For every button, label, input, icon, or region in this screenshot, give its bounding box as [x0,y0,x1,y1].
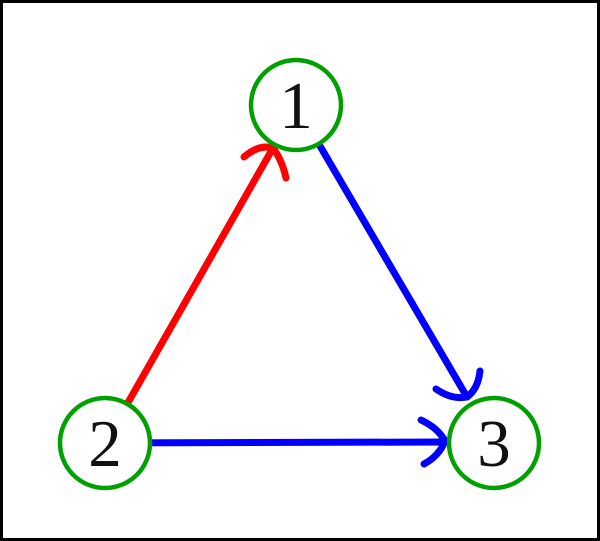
edge-2-to-1 [101,143,290,447]
edge-2-to-1-line [101,144,277,447]
edge-2-to-1-arrowhead-icon [240,143,290,182]
node-2-label: 2 [88,407,122,481]
node-3-label: 3 [477,407,511,481]
edge-2-to-3-line [101,438,449,447]
edge-2-to-3-arrowhead-icon [417,416,449,468]
node-3: 3 [446,395,542,491]
node-1-circle [248,57,344,153]
node-2-circle [57,395,153,491]
node-2: 2 [57,395,153,491]
edge-1-to-3 [292,101,484,402]
node-1: 1 [248,57,344,153]
node-1-label: 1 [279,69,313,143]
edge-1-to-3-line [292,101,471,401]
edge-2-to-3 [101,416,449,468]
node-3-circle [446,395,542,491]
edge-1-to-3-arrowhead-icon [432,367,484,402]
